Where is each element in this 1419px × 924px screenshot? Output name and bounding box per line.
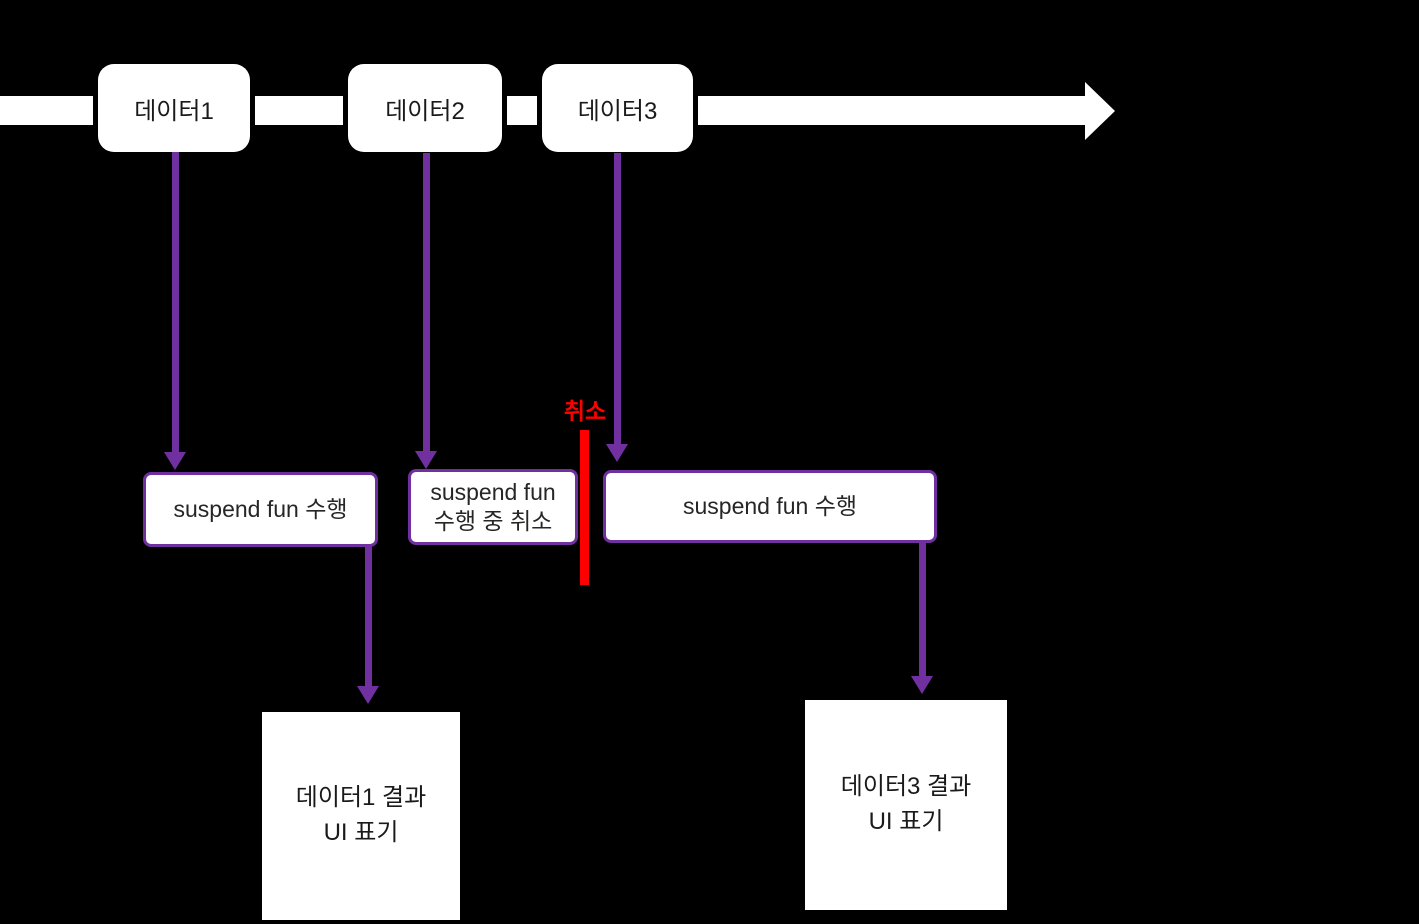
result-box-1-line2: UI 표기 [323,819,399,846]
data-item-1-label: 데이터1 [134,97,214,125]
arrow-suspend1-to-result-head-icon [357,686,379,704]
data-item-3-label: 데이터3 [577,97,658,125]
data-item-2: 데이터2 [348,64,502,152]
result-box-3-line1: 데이터3 결과 [840,773,972,801]
result-box-1: 데이터1 결과 UI 표기 [262,712,460,920]
suspend-box-3: suspend fun 수행 [603,470,937,543]
result-box-1-line1: 데이터1 결과 [295,784,427,812]
timeline-arrow-head-icon [1085,82,1115,140]
arrow-data2-to-suspend-head-icon [415,451,437,469]
data-item-2-label: 데이터2 [385,97,465,125]
arrow-suspend3-to-result-head-icon [911,676,933,694]
arrow-data3-to-suspend-line [614,153,621,445]
result-box-3: 데이터3 결과 UI 표기 [805,700,1007,910]
suspend-box-2: suspend fun 수행 중 취소 [408,469,578,545]
result-box-3-line2: UI 표기 [868,808,944,835]
suspend-box-1: suspend fun 수행 [143,472,378,547]
arrow-suspend1-to-result-line [365,547,372,687]
arrow-suspend3-to-result-line [919,543,926,677]
suspend-box-2-label-line1: suspend fun [430,479,556,506]
data-item-3: 데이터3 [542,64,693,152]
cancel-label: 취소 [563,398,607,424]
arrow-data1-to-suspend-line [172,152,179,454]
arrow-data3-to-suspend-head-icon [606,444,628,462]
suspend-box-1-label: suspend fun 수행 [173,496,348,523]
suspend-box-2-label-line2: 수행 중 취소 [433,508,553,534]
arrow-data1-to-suspend-head-icon [164,452,186,470]
suspend-box-3-label: suspend fun 수행 [682,493,858,520]
cancel-line [580,430,589,585]
data-item-1: 데이터1 [98,64,250,152]
arrow-data2-to-suspend-line [423,153,430,452]
